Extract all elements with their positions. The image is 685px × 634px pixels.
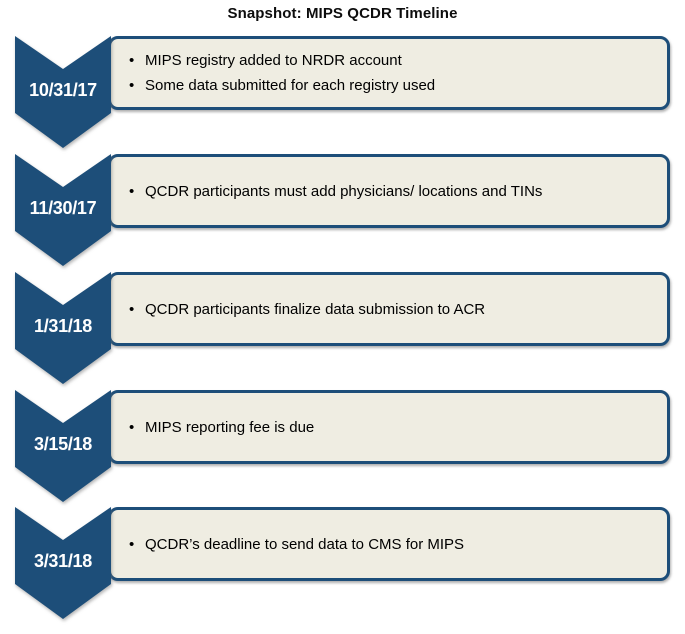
milestone-bullet-list: MIPS reporting fee is due [128, 415, 314, 440]
chevron-down-arrow-5: 3/31/18 [15, 507, 111, 619]
milestone-box-5: QCDR’s deadline to send data to CMS for … [108, 507, 670, 581]
milestone-bullet: QCDR participants must add physicians/ l… [128, 179, 542, 204]
milestone-bullet-list: QCDR’s deadline to send data to CMS for … [128, 532, 464, 557]
milestone-bullet: MIPS registry added to NRDR account [128, 48, 435, 73]
milestone-box-4: MIPS reporting fee is due [108, 390, 670, 464]
timeline-step-3: QCDR participants finalize data submissi… [0, 272, 685, 390]
chevron-down-arrow-3: 1/31/18 [15, 272, 111, 384]
milestone-date: 1/31/18 [34, 316, 92, 336]
chevron-down-icon [15, 36, 111, 148]
milestone-bullet-list: QCDR participants finalize data submissi… [128, 297, 485, 322]
milestone-date: 3/31/18 [34, 551, 92, 571]
milestone-bullet-list: QCDR participants must add physicians/ l… [128, 179, 542, 204]
milestone-box-2: QCDR participants must add physicians/ l… [108, 154, 670, 228]
chevron-down-arrow-4: 3/15/18 [15, 390, 111, 502]
milestone-bullet: MIPS reporting fee is due [128, 415, 314, 440]
chevron-down-icon [15, 507, 111, 619]
milestone-bullet: QCDR’s deadline to send data to CMS for … [128, 532, 464, 557]
milestone-bullet: QCDR participants finalize data submissi… [128, 297, 485, 322]
timeline-step-4: MIPS reporting fee is due 3/15/18 [0, 390, 685, 508]
timeline-step-5: QCDR’s deadline to send data to CMS for … [0, 507, 685, 625]
chevron-down-arrow-1: 10/31/17 [15, 36, 111, 148]
chevron-down-icon [15, 390, 111, 502]
milestone-bullet: Some data submitted for each registry us… [128, 73, 435, 98]
milestone-box-3: QCDR participants finalize data submissi… [108, 272, 670, 346]
chevron-down-icon [15, 272, 111, 384]
timeline-step-1: MIPS registry added to NRDR account Some… [0, 36, 685, 154]
milestone-date: 11/30/17 [29, 198, 97, 218]
page-title: Snapshot: MIPS QCDR Timeline [227, 5, 458, 22]
milestone-date: 10/31/17 [29, 80, 97, 100]
chevron-down-icon [15, 154, 111, 266]
timeline-step-2: QCDR participants must add physicians/ l… [0, 154, 685, 272]
milestone-box-1: MIPS registry added to NRDR account Some… [108, 36, 670, 110]
milestone-date: 3/15/18 [34, 434, 92, 454]
chevron-down-arrow-2: 11/30/17 [15, 154, 111, 266]
milestone-bullet-list: MIPS registry added to NRDR account Some… [128, 48, 435, 98]
